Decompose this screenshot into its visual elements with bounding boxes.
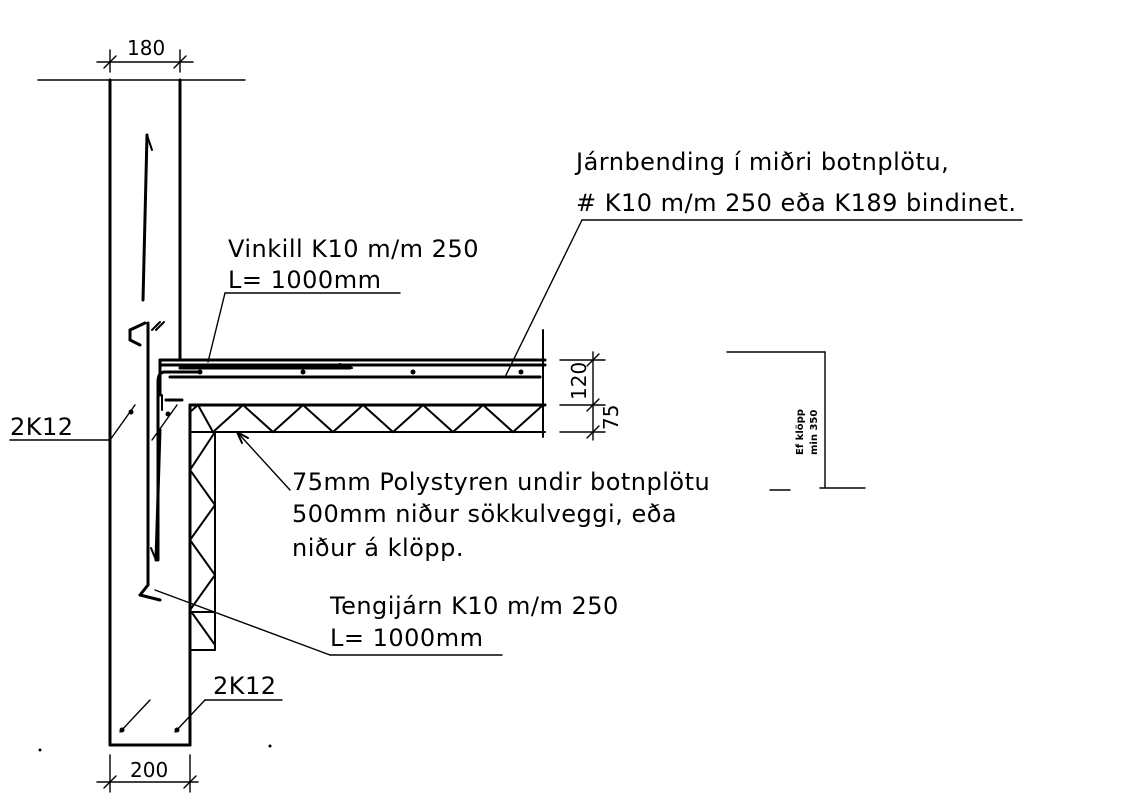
label-slab-rebar-line2: # K10 m/m 250 eða K189 bindinet. bbox=[576, 189, 1017, 217]
label-slab-rebar-line1: Járnbending í miðri botnplötu, bbox=[574, 148, 949, 176]
leader-tie-bar: Tengijárn K10 m/m 250 L= 1000mm bbox=[154, 589, 619, 656]
rock-note-line2: min 350 bbox=[809, 410, 820, 455]
rock-note: Ef klöpp min 350 bbox=[726, 351, 866, 489]
dimension-label-75: 75 bbox=[599, 405, 623, 430]
leader-insulation: 75mm Polystyren undir botnplötu 500mm ni… bbox=[236, 431, 791, 562]
label-rebar-left: 2K12 bbox=[10, 413, 74, 441]
label-tie-bar-line2: L= 1000mm bbox=[330, 624, 483, 652]
label-insulation-line3: niður á klöpp. bbox=[292, 534, 464, 562]
label-insulation-line2: 500mm niður sökkulveggi, eða bbox=[292, 500, 677, 528]
leader-rebar-bottom: 2K12 bbox=[119, 672, 283, 733]
leader-angle-bar: Vinkill K10 m/m 250 L= 1000mm bbox=[207, 235, 479, 363]
dimension-slab: 120 75 bbox=[559, 351, 623, 441]
label-insulation-line1: 75mm Polystyren undir botnplötu bbox=[292, 468, 710, 496]
dimension-footing: 200 bbox=[96, 754, 199, 793]
dimension-label-200: 200 bbox=[130, 758, 168, 782]
insulation-wall-side bbox=[188, 431, 217, 651]
label-rebar-bottom: 2K12 bbox=[213, 672, 277, 700]
label-tie-bar-line1: Tengijárn K10 m/m 250 bbox=[329, 592, 619, 620]
label-angle-bar-line1: Vinkill K10 m/m 250 bbox=[228, 235, 479, 263]
label-angle-bar-line2: L= 1000mm bbox=[228, 266, 381, 294]
insulation-under-slab bbox=[189, 403, 546, 434]
rock-note-line1: Ef klöpp bbox=[795, 409, 806, 455]
leader-rebar-left: 2K12 bbox=[9, 404, 178, 441]
dimension-wall-top: 180 bbox=[96, 36, 194, 73]
wall-outline bbox=[108, 78, 192, 747]
leader-slab-rebar: Járnbending í miðri botnplötu, # K10 m/m… bbox=[505, 148, 1023, 376]
dimension-label-180: 180 bbox=[127, 36, 165, 60]
dimension-label-120: 120 bbox=[567, 362, 591, 400]
floor-slab bbox=[158, 329, 547, 438]
